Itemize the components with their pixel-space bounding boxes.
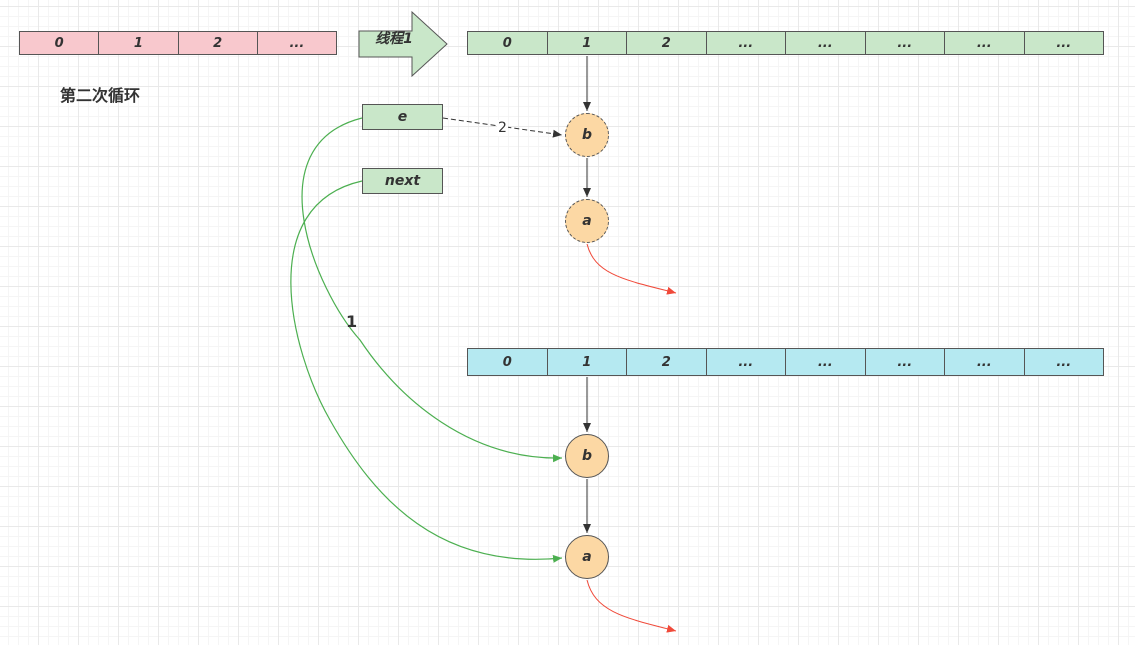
edge-label-1: 1 xyxy=(346,312,358,331)
new-array-cell: ... xyxy=(705,349,786,375)
thread-array-cell: ... xyxy=(785,32,865,54)
new-array-cell: ... xyxy=(785,349,865,375)
pointer-next: next xyxy=(362,168,443,194)
new-array-cell: ... xyxy=(864,349,945,375)
edge-next-to-bottom-a xyxy=(290,180,563,563)
new-array-cell: ... xyxy=(944,349,1024,375)
new-array: 0 1 2 ... ... ... ... ... xyxy=(467,348,1104,376)
diagram-title: 第二次循环 xyxy=(60,86,141,105)
thread-array-cell: ... xyxy=(864,32,945,54)
new-array-cell: 0 xyxy=(502,354,512,370)
new-array-cell: 2 xyxy=(626,349,706,375)
pointer-e: e xyxy=(362,104,443,130)
edge-bottom-a-red xyxy=(586,579,677,633)
left-array: 0 1 2 ... xyxy=(19,31,337,55)
edge-top-a-red xyxy=(586,243,677,295)
thread-array-cell: 1 xyxy=(546,32,627,54)
top-node-b: b xyxy=(565,113,609,157)
left-array-cell: 1 xyxy=(98,32,177,54)
thread-array-cell: 0 xyxy=(502,35,512,51)
edge-e-to-bottom-b xyxy=(301,117,563,463)
thread-array-cell: 2 xyxy=(626,32,706,54)
thread-array-cell: ... xyxy=(944,32,1024,54)
left-array-cell: 2 xyxy=(177,32,257,54)
left-array-cell: 0 xyxy=(54,35,64,51)
thread-label: 线程1 xyxy=(375,31,413,47)
edge-label-2: 2 xyxy=(497,120,508,136)
thread-array: 0 1 2 ... ... ... ... ... xyxy=(467,31,1104,55)
thread-array-cell: ... xyxy=(1023,32,1104,54)
left-array-cell: ... xyxy=(256,32,336,54)
thread-array-cell: ... xyxy=(705,32,786,54)
top-node-a: a xyxy=(565,199,609,243)
new-array-cell: 1 xyxy=(546,349,627,375)
thread-arrow-shape xyxy=(358,10,448,78)
bottom-node-b: b xyxy=(565,434,609,478)
new-array-cell: ... xyxy=(1023,349,1104,375)
bottom-node-a: a xyxy=(565,535,609,579)
